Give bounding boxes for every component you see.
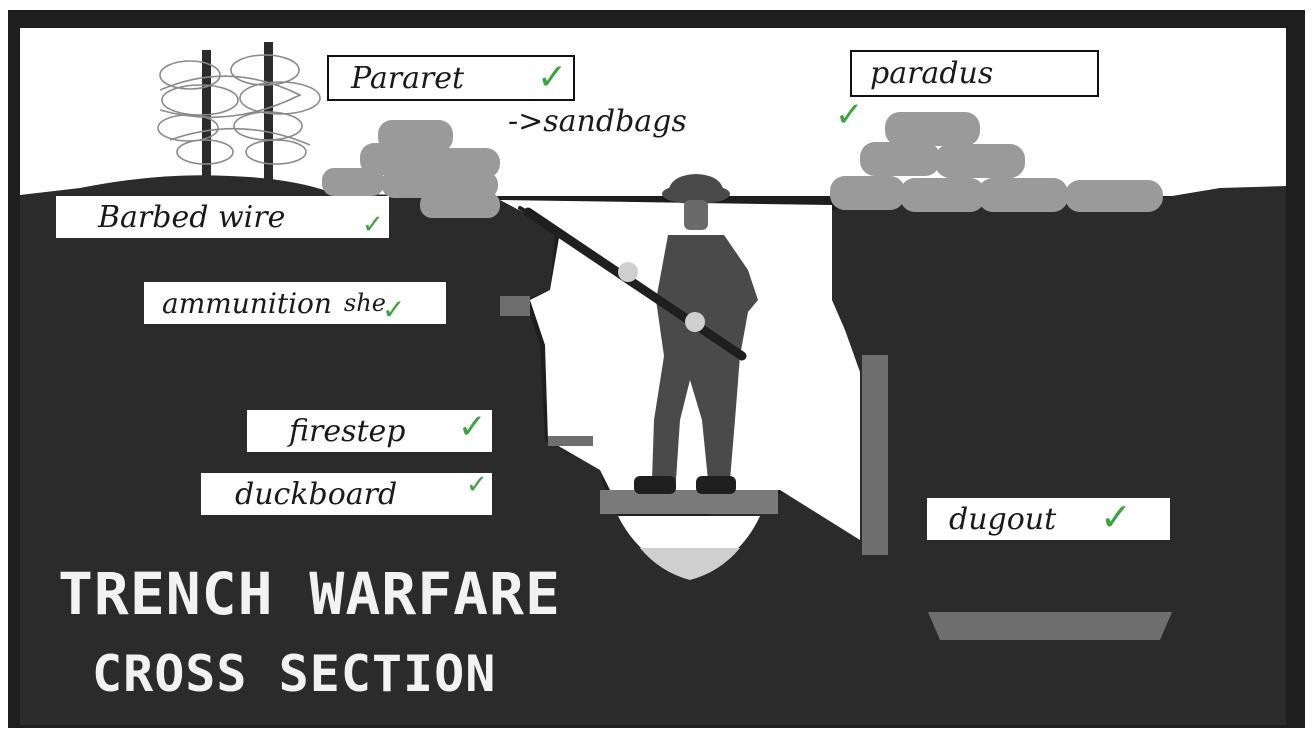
parados-sandbags <box>830 112 1163 212</box>
ammunition-label-box: ammunition she <box>144 282 446 324</box>
firestep-label: firestep <box>289 413 406 449</box>
barbed-wire-check-icon: ✓ <box>362 210 384 240</box>
sump-water <box>640 548 740 580</box>
parados-check-icon: ✓ <box>835 95 864 135</box>
title-line-2: CROSS SECTION <box>92 645 497 703</box>
ammunition-check-icon: ✓ <box>382 293 406 326</box>
ammunition-extra-label: she <box>343 289 386 317</box>
barbed-wire-label: Barbed wire <box>98 199 286 235</box>
dugout-check-icon: ✓ <box>1100 495 1132 539</box>
parados-label-box: paradus <box>850 50 1099 97</box>
duckboard-plank <box>600 490 778 514</box>
soldier-hands <box>618 262 705 332</box>
sump <box>618 516 760 578</box>
parapet-label: Pararet <box>351 60 465 96</box>
wire-post-left <box>202 50 211 182</box>
parapet-check-icon: ✓ <box>537 57 568 98</box>
dugout-label-box: dugout <box>927 498 1170 540</box>
soldier-figure <box>634 174 758 494</box>
title-line-1: TRENCH WARFARE <box>58 560 561 628</box>
duckboard-label-box: duckboard <box>201 473 492 515</box>
duckboard-label: duckboard <box>235 476 398 512</box>
duckboard-check-icon: ✓ <box>466 470 488 500</box>
dugout-floor <box>928 612 1172 640</box>
barbed-wire-label-box: Barbed wire <box>56 196 389 238</box>
barbed-wire-coils <box>157 54 321 165</box>
parapet-label-box: Pararet <box>327 55 575 101</box>
dugout-label: dugout <box>949 501 1057 537</box>
ammunition-label: ammunition <box>162 286 332 320</box>
dugout-post <box>862 355 888 555</box>
parados-label: paradus <box>870 56 994 91</box>
firestep-check-icon: ✓ <box>458 407 487 447</box>
sandbags-label: ->sandbags <box>508 104 687 139</box>
firestep-block <box>548 436 593 446</box>
ammo-box <box>500 296 530 316</box>
firestep-label-box: firestep <box>247 410 492 452</box>
rifle <box>518 206 747 361</box>
parapet-sandbags <box>322 120 500 218</box>
